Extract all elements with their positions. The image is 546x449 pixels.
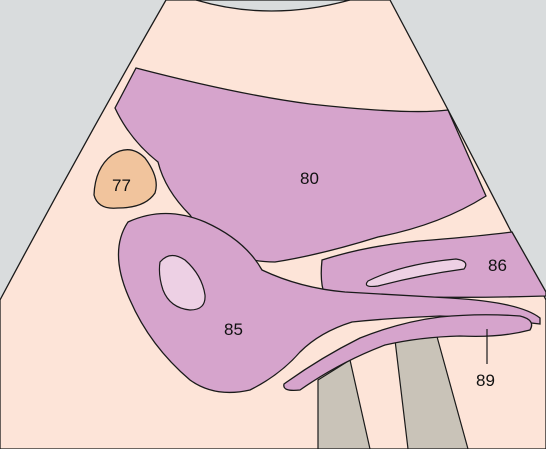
label-85: 85	[224, 320, 243, 339]
label-77: 77	[112, 176, 131, 195]
label-86: 86	[488, 256, 507, 275]
label-80: 80	[300, 169, 319, 188]
label-89: 89	[476, 371, 495, 390]
